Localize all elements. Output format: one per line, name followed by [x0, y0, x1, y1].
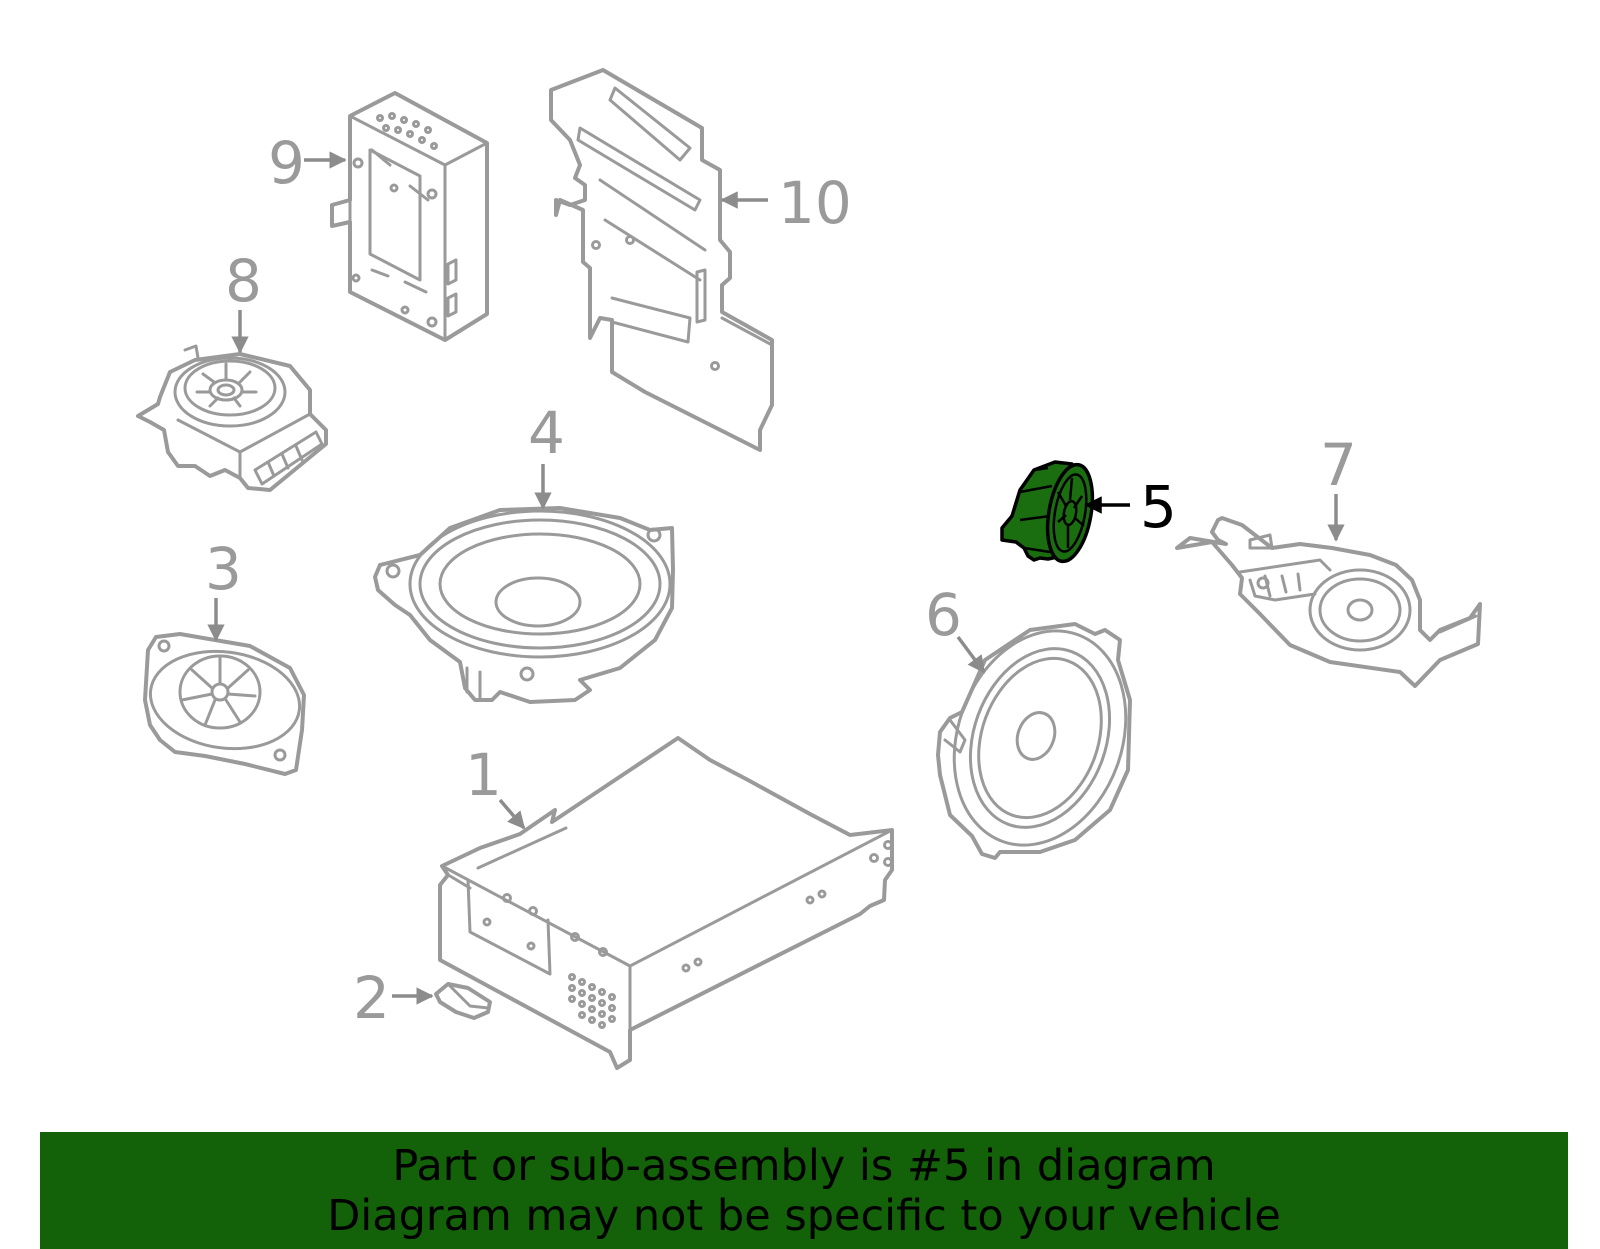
part-9-control-module[interactable]	[330, 91, 489, 342]
part-2-clip[interactable]	[434, 982, 492, 1020]
banner-line-2: Diagram may not be specific to your vehi…	[327, 1191, 1281, 1241]
callout-7: 7	[1320, 431, 1357, 499]
banner-line-1: Part or sub-assembly is #5 in diagram	[392, 1141, 1216, 1191]
callout-6-arrow	[956, 635, 986, 674]
callout-1-arrow	[498, 798, 526, 830]
callout-2: 2	[353, 964, 390, 1032]
part-6-round-speaker[interactable]	[925, 607, 1154, 870]
part-4-woofer[interactable]	[373, 506, 675, 704]
callout-6: 6	[925, 581, 962, 649]
part-5-tweeter-highlighted[interactable]	[1000, 460, 1099, 565]
callout-1: 1	[465, 741, 502, 809]
part-10-bracket[interactable]	[549, 68, 774, 452]
part-1-amplifier[interactable]	[438, 736, 894, 1070]
callout-9: 9	[268, 129, 305, 197]
callout-3: 3	[205, 535, 242, 603]
part-8-subwoofer[interactable]	[136, 344, 328, 492]
callout-4: 4	[528, 399, 565, 467]
callout-10: 10	[778, 169, 852, 237]
callout-8: 8	[225, 247, 262, 315]
notice-banner: Part or sub-assembly is #5 in diagram Di…	[40, 1132, 1568, 1249]
callout-5: 5	[1140, 473, 1177, 541]
part-7-speaker-housing[interactable]	[1175, 516, 1482, 688]
part-3-oval-speaker[interactable]	[143, 632, 306, 776]
